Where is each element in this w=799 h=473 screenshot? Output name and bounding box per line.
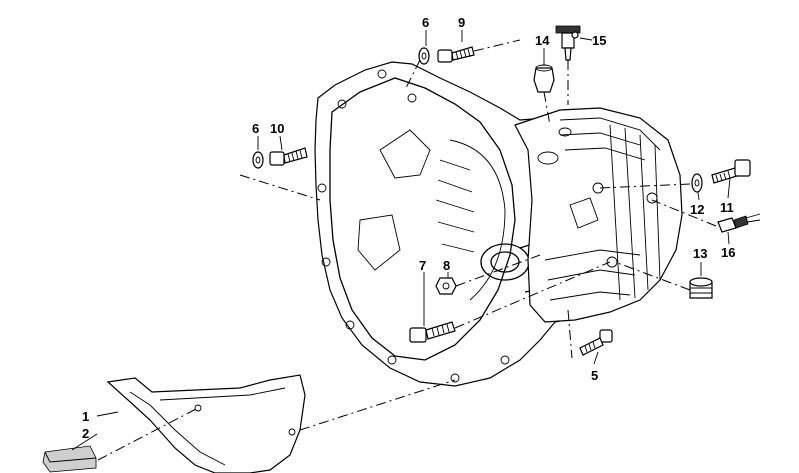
gearbox-case (514, 107, 683, 323)
callout-16: 16 (721, 245, 735, 260)
callout-13: 13 (693, 246, 707, 261)
damper-pad (42, 445, 97, 473)
washer-6-left (252, 151, 264, 169)
callout-1: 1 (82, 409, 89, 424)
callout-8: 8 (443, 258, 450, 273)
callout-11: 11 (720, 200, 734, 215)
dust-cover-plate (106, 374, 306, 473)
callout-12: 12 (690, 202, 704, 217)
callout-6-top: 6 (422, 15, 429, 30)
bolt-10 (269, 147, 308, 166)
plug-13 (689, 277, 713, 299)
callout-7: 7 (419, 258, 426, 273)
washer-12 (691, 173, 703, 193)
callout-9: 9 (458, 15, 465, 30)
callout-2: 2 (82, 426, 89, 441)
callout-6-left: 6 (252, 121, 259, 136)
sensor-16 (717, 213, 761, 233)
callout-10: 10 (270, 121, 284, 136)
nut-8 (435, 277, 457, 295)
leader-lines (71, 30, 731, 451)
callout-5: 5 (591, 368, 598, 383)
callout-14: 14 (535, 33, 550, 48)
washer-6-top (418, 47, 430, 65)
bolt-7 (409, 321, 456, 343)
callout-15: 15 (592, 33, 606, 48)
switch-15 (555, 25, 581, 61)
bolt-5 (579, 329, 613, 356)
bolt-9 (437, 46, 475, 63)
plug-14 (533, 64, 555, 93)
assembly-lines (97, 39, 717, 461)
bolt-11 (711, 159, 751, 184)
